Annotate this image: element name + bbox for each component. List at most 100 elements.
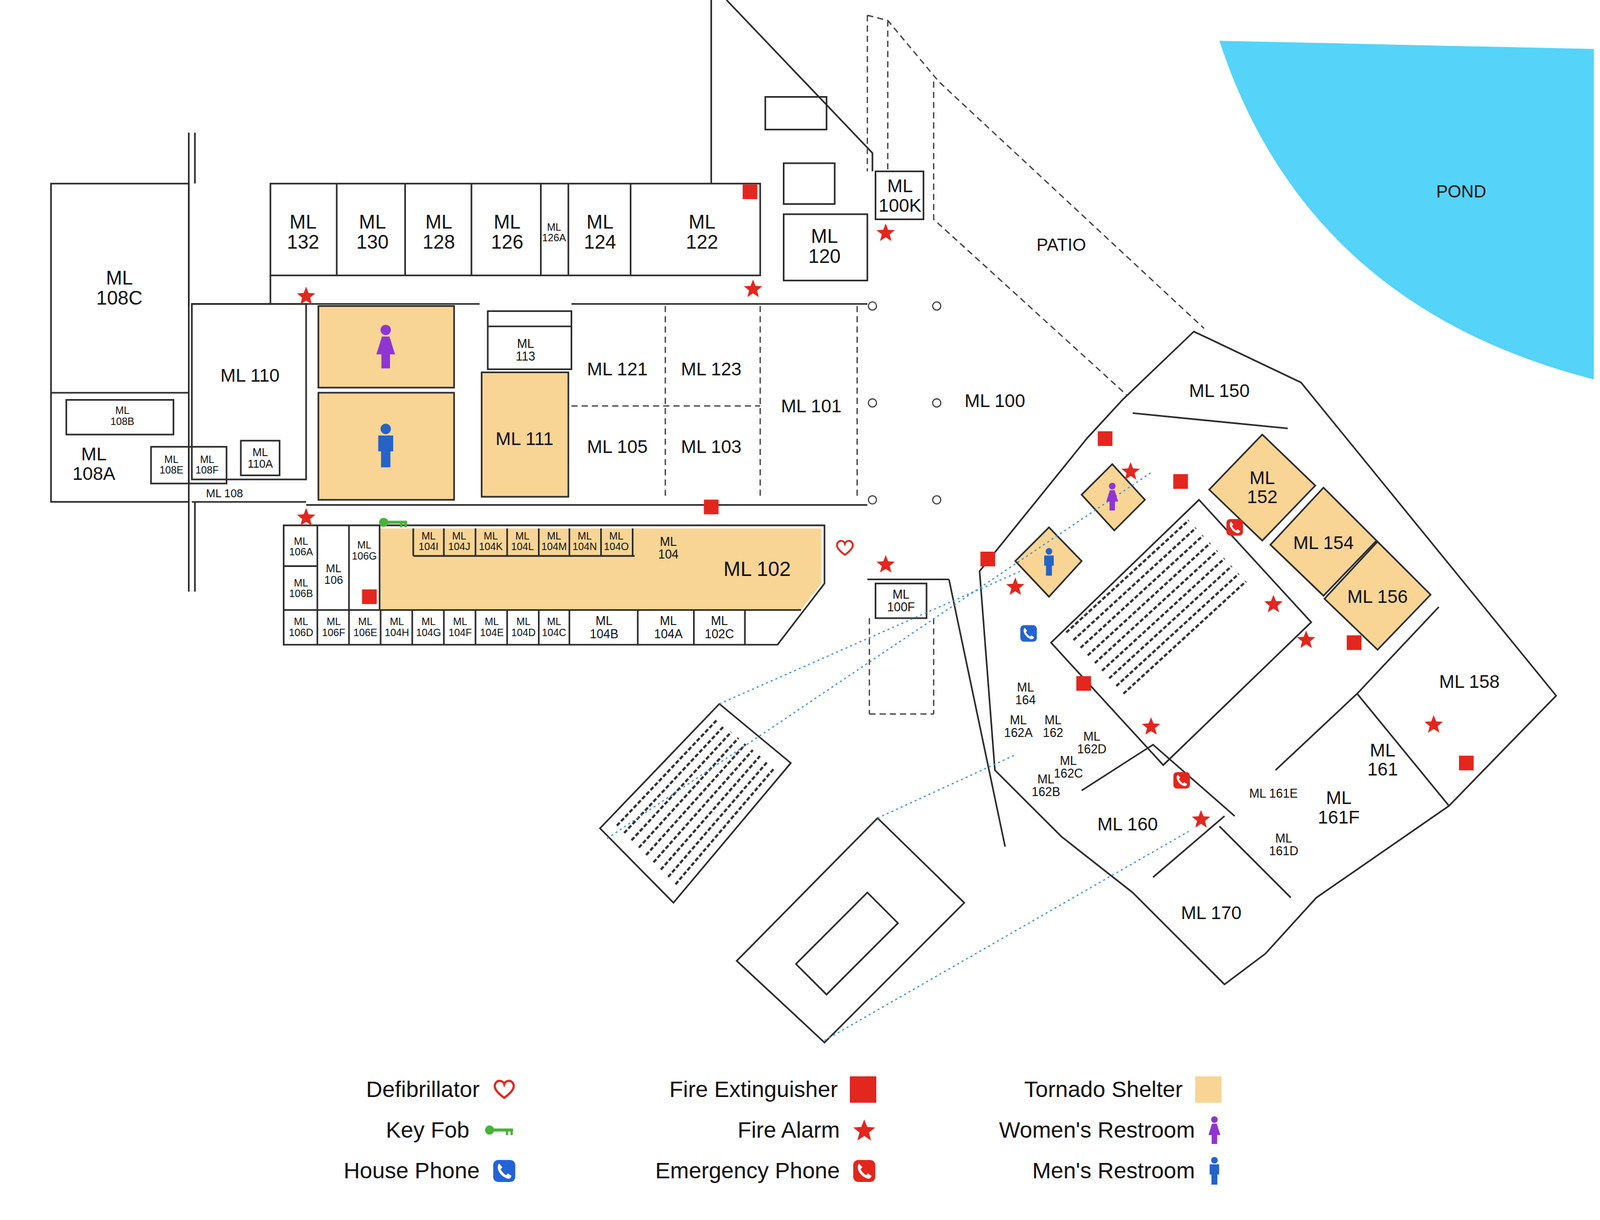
legend-icon	[1209, 1157, 1219, 1186]
room-label: ML 154	[1293, 533, 1355, 553]
room-number: ML 104D	[511, 616, 536, 639]
room-label: ML 102C	[704, 614, 734, 641]
room-label: ML 108	[205, 487, 243, 500]
legend-text: Tornado Shelter	[1024, 1076, 1183, 1103]
room-number: ML 106E	[353, 616, 377, 639]
room-number: ML 102	[723, 558, 792, 581]
wall	[191, 500, 307, 503]
room: ML 161E	[1237, 784, 1310, 803]
room-number: ML 128	[422, 212, 456, 253]
room-number: ML 104A	[654, 614, 683, 641]
room: ML 104J	[443, 527, 475, 556]
emergency-phone-symbol	[1173, 772, 1190, 789]
room-label: ML 104A	[654, 614, 683, 641]
room: ML 104E	[476, 611, 508, 643]
room: ML 156	[1336, 581, 1419, 612]
legend-text: Emergency Phone	[655, 1158, 840, 1184]
legend-icon	[494, 1081, 514, 1098]
fire-alarm-symbol	[1264, 594, 1283, 613]
room-label: ML 106	[324, 562, 343, 587]
seat-row	[617, 519, 1247, 885]
wall	[1132, 413, 1289, 429]
room-number: ML 150	[1189, 381, 1251, 401]
legend-text: Fire Alarm	[737, 1117, 840, 1143]
column	[932, 495, 941, 504]
room-number: ML 106F	[322, 616, 346, 639]
map-symbol	[297, 184, 1474, 828]
room: ML 108A	[58, 436, 130, 492]
legend-icon	[491, 1158, 517, 1183]
room: ML 110	[199, 298, 301, 452]
legend-item: House Phone	[343, 1158, 517, 1184]
room-number: ML 158	[1438, 671, 1500, 691]
column	[932, 301, 941, 310]
room-label: ML 104F	[448, 616, 472, 639]
room-label: ML 128	[422, 212, 456, 253]
fire-extinguisher-symbol	[1173, 474, 1189, 489]
room: ML 126	[475, 189, 539, 276]
room-number: ML 104N	[572, 531, 598, 553]
room: ML 104B	[575, 611, 632, 643]
wall	[875, 583, 927, 619]
fire-extinguisher-symbol	[980, 551, 996, 567]
column	[868, 301, 877, 310]
seat-row	[1102, 558, 1225, 671]
room-label: ML 104D	[511, 616, 536, 639]
room-label: ML 130	[356, 212, 389, 253]
legend-icon	[1207, 1155, 1222, 1187]
room: ML 161	[1357, 734, 1409, 786]
room-number: ML 170	[1180, 903, 1242, 923]
wall	[783, 214, 868, 281]
wall	[979, 331, 1557, 985]
fire-alarm-symbol	[297, 507, 316, 526]
legend-text: Key Fob	[385, 1117, 470, 1143]
fire-alarm-symbol	[1424, 715, 1444, 733]
room: ML 152	[1231, 461, 1293, 514]
seat-row	[1066, 519, 1189, 633]
room: ML 106A	[285, 528, 317, 566]
room-label: ML 104	[658, 534, 679, 561]
room-label: ML 161E	[1248, 787, 1298, 800]
column	[932, 399, 941, 407]
wall	[150, 446, 227, 484]
room-label: ML 162B	[1031, 772, 1060, 799]
room-number: ML 162C	[1053, 754, 1083, 781]
room-number: ML 100F	[886, 588, 915, 614]
leader-line	[607, 471, 1189, 1041]
room-label: ML 110A	[247, 446, 273, 470]
room-label: ML 111	[495, 429, 554, 449]
room: ML 104A	[640, 611, 697, 643]
room: ML 108B	[97, 400, 149, 432]
room-number: ML 104L	[510, 531, 534, 553]
room-label: ML 104O	[603, 531, 629, 553]
mens-restroom-symbol	[1044, 547, 1054, 576]
room-number: ML 162A	[1004, 713, 1033, 740]
room: ML 111	[482, 378, 567, 499]
room: ML 160	[1081, 806, 1174, 842]
room-number: ML 162	[1043, 713, 1064, 740]
room-label: ML 126	[490, 212, 524, 253]
room: ML 122	[640, 189, 764, 276]
room-label: ML 162C	[1053, 754, 1083, 781]
wall	[481, 372, 568, 497]
leader-line	[824, 831, 1189, 1041]
house-phone-symbol	[1020, 625, 1037, 642]
room-label: ML 104N	[572, 531, 598, 553]
fire-alarm-symbol	[1141, 716, 1161, 735]
room-number: ML 162D	[1077, 729, 1107, 756]
fire-alarm-symbol	[876, 554, 895, 573]
room-label: ML 104G	[415, 616, 441, 639]
room-number: ML 104H	[384, 616, 410, 639]
room-label: ML 108E	[159, 454, 184, 477]
seat-row	[638, 737, 739, 848]
room-number: ML 152	[1246, 468, 1278, 507]
room-label: ML 122	[685, 212, 718, 253]
wall	[283, 525, 825, 645]
legend-item: Key Fob	[385, 1117, 517, 1143]
room-label: ML 170	[1180, 903, 1242, 923]
room: ML 106E	[349, 611, 381, 643]
room: ML 104K	[475, 527, 507, 556]
area-label: POND	[1436, 182, 1487, 202]
